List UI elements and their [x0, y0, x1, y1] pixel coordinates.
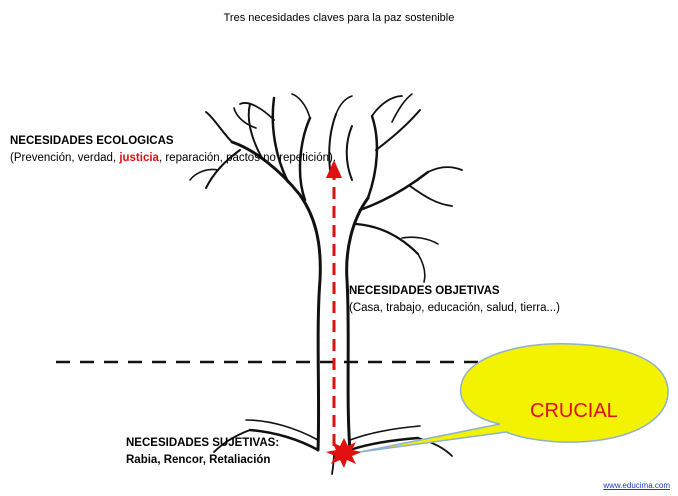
footer-link[interactable]: www.educima.com	[603, 481, 670, 490]
crucial-callout	[360, 344, 668, 452]
ecologicas-description: (Prevención, verdad, justicia, reparació…	[10, 151, 225, 165]
objetivas-heading: NECESIDADES OBJETIVAS	[349, 284, 500, 298]
diagram-title: Tres necesidades claves para la paz sost…	[0, 12, 678, 26]
ecologicas-text-after: , reparación, pactos no repetición).	[159, 152, 336, 164]
burst-icon	[326, 438, 362, 468]
arrow-up-icon	[326, 160, 342, 446]
subjetivas-description: Rabia, Rencor, Retaliación	[126, 453, 270, 467]
subjetivas-heading: NECESIDADES SUJETIVAS:	[126, 436, 279, 450]
objetivas-description: (Casa, trabajo, educación, salud, tierra…	[349, 301, 549, 315]
ecologicas-heading: NECESIDADES ECOLOGICAS	[10, 135, 174, 147]
crucial-label: CRUCIAL	[530, 400, 618, 423]
ecologicas-highlight: justicia	[119, 152, 159, 164]
ecologicas-text-before: (Prevención, verdad,	[10, 152, 119, 164]
